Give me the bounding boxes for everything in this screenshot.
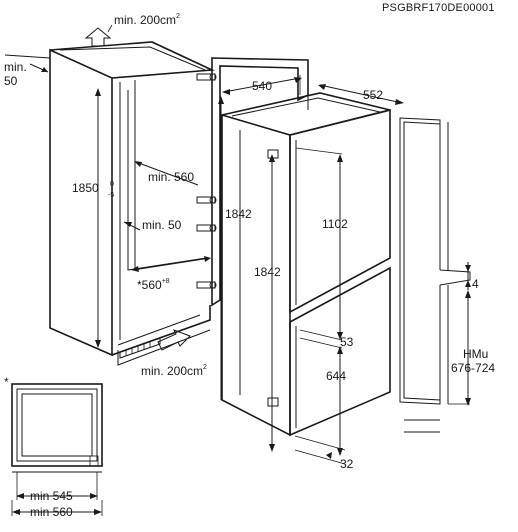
dimension-min-560 <box>134 161 199 186</box>
dimension-1842-outer <box>269 154 275 452</box>
label-min-50-mid: min. 50 <box>142 218 182 232</box>
label-540: 540 <box>252 79 272 93</box>
dimension-1842-inner <box>218 96 224 400</box>
label-min-560: min. 560 <box>148 170 194 184</box>
dimension-min-50-left <box>4 54 51 73</box>
dimension-min-545 <box>16 472 98 500</box>
label-1842-inner: 1842 <box>225 207 252 221</box>
label-min-50-a: min. <box>4 60 27 74</box>
airflow-arrow-bottom <box>157 329 191 351</box>
label-min-200-top: min. 200cm2 <box>114 13 180 27</box>
label-4: 4 <box>472 277 479 291</box>
dimension-min-50-mid <box>123 221 141 231</box>
label-560: *560+8 <box>137 278 170 292</box>
dimension-1102 <box>295 147 343 340</box>
label-star: * <box>4 375 9 389</box>
label-hmu-a: HMu <box>463 347 488 361</box>
dimension-hmu <box>465 290 471 406</box>
dimension-644 <box>337 346 343 456</box>
label-1102: 1102 <box>322 217 348 231</box>
airflow-arrow-up <box>84 27 112 47</box>
label-1850: 1850 <box>72 181 99 195</box>
label-644: 644 <box>326 369 346 383</box>
label-53: 53 <box>340 335 354 349</box>
dimension-min-560-bottom <box>11 500 103 516</box>
label-1850-tol-minus: -5 <box>108 192 114 199</box>
label-min-50-b: 50 <box>4 74 18 88</box>
niche-cabinet <box>49 41 216 366</box>
appliance-body <box>218 92 391 437</box>
dimension-32 <box>294 435 346 465</box>
side-profile-section <box>399 117 471 433</box>
label-552: 552 <box>363 88 383 102</box>
dimension-560 <box>131 256 211 272</box>
drawing-code: PSGBRF170DE00001 <box>382 2 495 14</box>
dimension-1850 <box>95 88 101 348</box>
dimension-552 <box>318 84 404 105</box>
dimension-53 <box>299 329 343 349</box>
label-min-545: min 545 <box>30 489 73 503</box>
dimension-4 <box>465 262 471 290</box>
dimension-540 <box>222 75 302 95</box>
label-32: 32 <box>340 457 354 471</box>
label-hmu-b: 676-724 <box>451 361 495 375</box>
hinge-brackets <box>196 73 217 289</box>
niche-front-view <box>11 383 103 473</box>
label-min-560-bottom: min 560 <box>30 505 73 519</box>
label-min-200-bottom: min. 200cm2 <box>141 364 207 378</box>
label-1850-tol-plus: 0 <box>110 181 114 188</box>
furniture-door-panel <box>211 57 309 307</box>
label-1842-outer: 1842 <box>254 265 281 279</box>
